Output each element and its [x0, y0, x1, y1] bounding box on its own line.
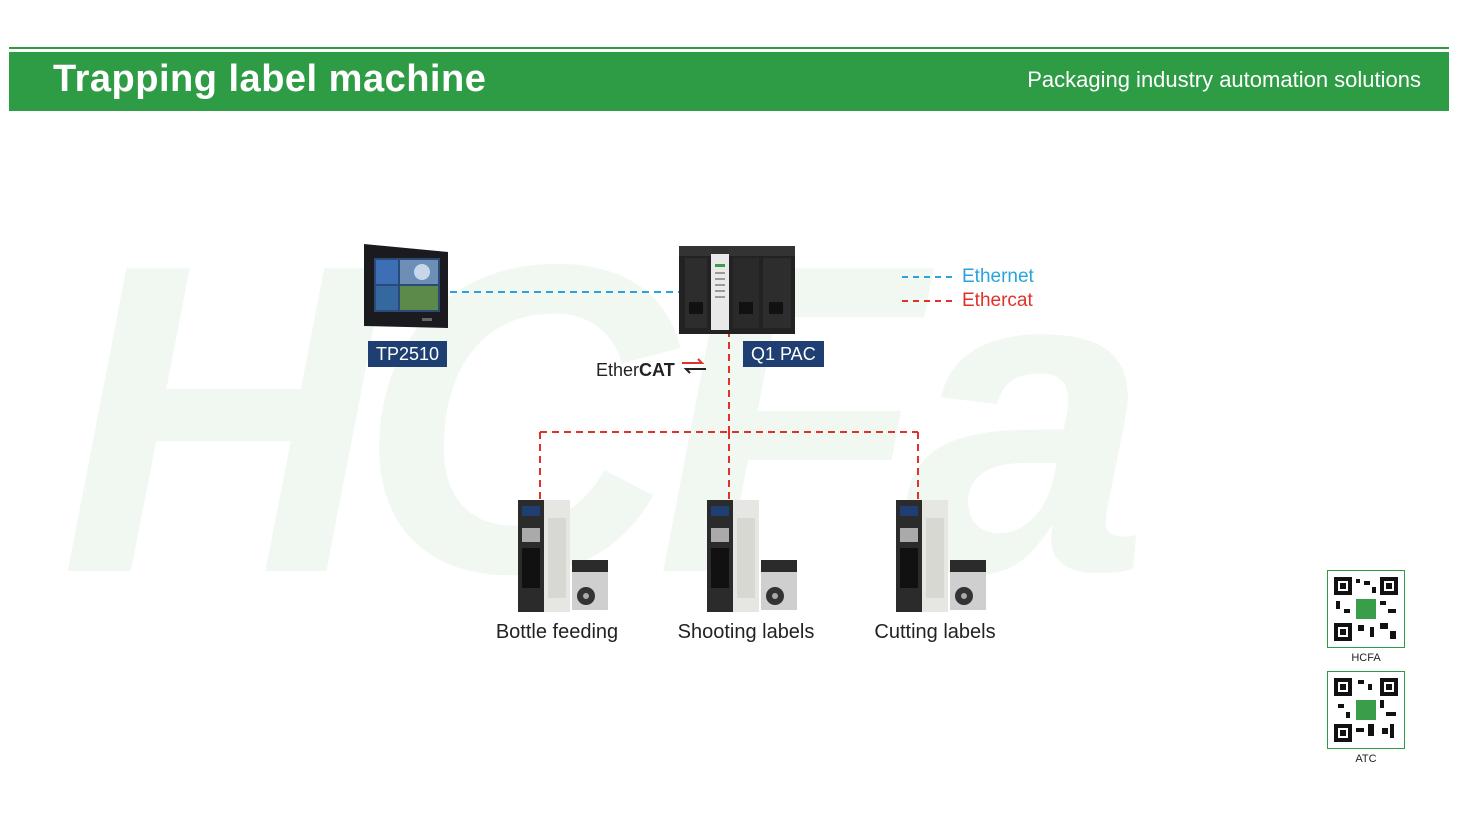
hmi-tag: TP2510 [368, 341, 448, 367]
ethercat-logo-prefix: Ether [596, 360, 640, 380]
page-subtitle: Packaging industry automation solutions [1027, 67, 1421, 92]
legend: Ethernet Ethercat [902, 265, 1034, 313]
qr-label-hcfa: HCFA [1351, 652, 1381, 664]
qr-code-hcfa [1327, 570, 1405, 648]
ethercat-logo: EtherCAT [596, 358, 708, 381]
qr-code-atc [1327, 671, 1405, 749]
legend-ethercat-label: Ethercat [962, 290, 1033, 311]
servo-drive-2 [705, 498, 801, 619]
header-top-line [9, 47, 1449, 49]
servo-label-3: Cutting labels [874, 621, 996, 643]
legend-ethernet-swatch [902, 276, 952, 278]
ethercat-arrows-icon [681, 358, 706, 374]
servo-label-1: Bottle feeding [495, 621, 619, 643]
servo-label-2: Shooting labels [677, 621, 815, 643]
qr-code-icon [1334, 577, 1398, 641]
servo-drive-1 [516, 498, 612, 619]
pac-tag: Q1 PAC [743, 341, 824, 367]
legend-item-ethercat: Ethercat [902, 289, 1034, 313]
legend-ethernet-label: Ethernet [962, 266, 1034, 287]
servo-drive-3 [894, 498, 990, 619]
page-title: Trapping label machine [53, 58, 487, 100]
ethercat-logo-bold: CAT [639, 360, 675, 380]
header-bar: Trapping label machine Packaging industr… [9, 52, 1449, 111]
qr-label-atc: ATC [1355, 753, 1377, 765]
legend-item-ethernet: Ethernet [902, 265, 1034, 289]
hmi-touch-panel [360, 242, 452, 335]
legend-ethercat-swatch [902, 300, 952, 302]
pac-controller [677, 242, 797, 339]
qr-code-icon [1334, 678, 1398, 742]
